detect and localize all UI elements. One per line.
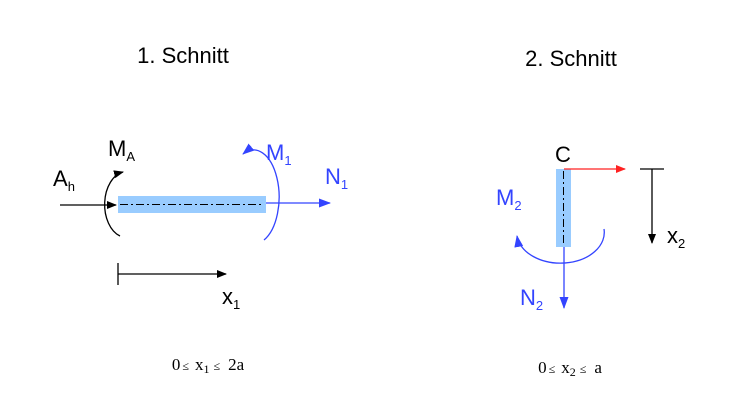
section2-title: 2. Schnitt <box>525 46 617 71</box>
section1-group: 1. Schnitt Ah MA M1 N1 x1 0 <box>53 43 348 376</box>
ma-moment-arrow <box>103 170 124 237</box>
n2-label: N2 <box>520 285 543 313</box>
x1-label: x1 <box>222 284 240 312</box>
section1-title: 1. Schnitt <box>137 43 229 68</box>
section2-range: 0≤x2≤a <box>538 358 602 379</box>
m1-moment-arrow <box>242 143 280 241</box>
section1-range: 0≤x1≤2a <box>172 355 245 376</box>
n1-label: N1 <box>325 164 348 192</box>
m1-label: M1 <box>266 140 292 168</box>
ma-label: MA <box>108 136 135 164</box>
section2-group: 2. Schnitt C N2 M2 x2 0≤x2≤a <box>496 46 685 379</box>
m2-label: M2 <box>496 185 522 213</box>
c-label: C <box>555 142 571 167</box>
ah-label: Ah <box>53 166 75 194</box>
x2-label: x2 <box>667 223 685 251</box>
m2-moment-arrow <box>514 228 605 264</box>
